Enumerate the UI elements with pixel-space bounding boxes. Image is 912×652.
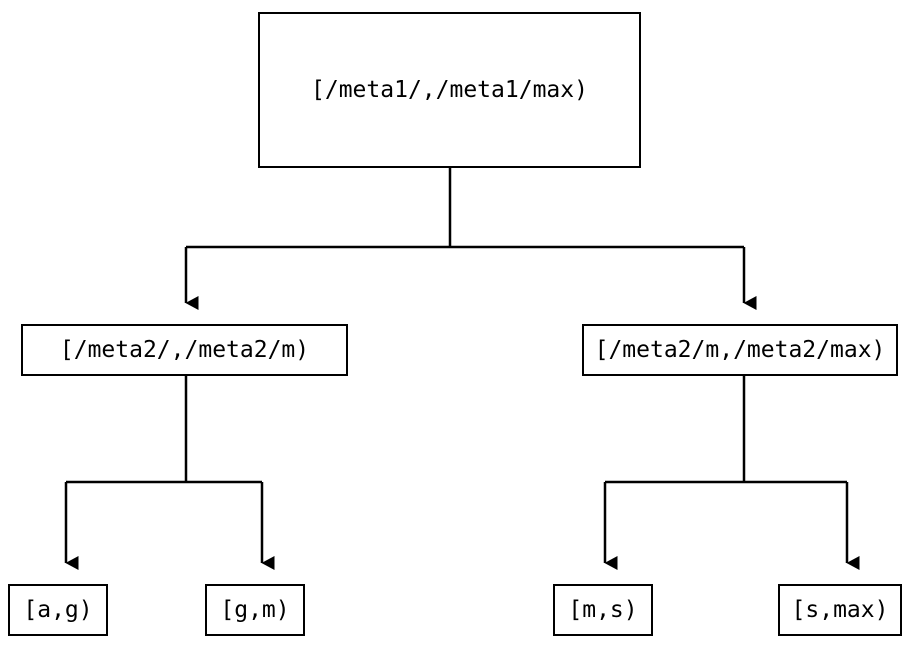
tree-node-leaf-3[interactable]: [m,s) bbox=[553, 584, 653, 636]
tree-node-leaf-1-label: [a,g) bbox=[23, 596, 93, 623]
tree-node-leaf-4-label: [s,max) bbox=[791, 596, 889, 623]
edge-midleft-to-leaves bbox=[64, 376, 275, 570]
tree-node-mid-left[interactable]: [/meta2/,/meta2/m) bbox=[21, 324, 348, 376]
edge-root-to-mid bbox=[184, 168, 757, 310]
tree-node-root[interactable]: [/meta1/,/meta1/max) bbox=[258, 12, 641, 168]
tree-node-root-label: [/meta1/,/meta1/max) bbox=[311, 76, 588, 103]
tree-node-mid-right[interactable]: [/meta2/m,/meta2/max) bbox=[582, 324, 898, 376]
tree-node-mid-left-label: [/meta2/,/meta2/m) bbox=[59, 336, 310, 363]
tree-node-leaf-4[interactable]: [s,max) bbox=[778, 584, 902, 636]
tree-node-leaf-2[interactable]: [g,m) bbox=[205, 584, 305, 636]
tree-node-leaf-1[interactable]: [a,g) bbox=[8, 584, 108, 636]
tree-node-leaf-3-label: [m,s) bbox=[568, 596, 638, 623]
tree-node-leaf-2-label: [g,m) bbox=[220, 596, 290, 623]
edge-midright-to-leaves bbox=[603, 376, 860, 570]
tree-node-mid-right-label: [/meta2/m,/meta2/max) bbox=[594, 336, 886, 363]
